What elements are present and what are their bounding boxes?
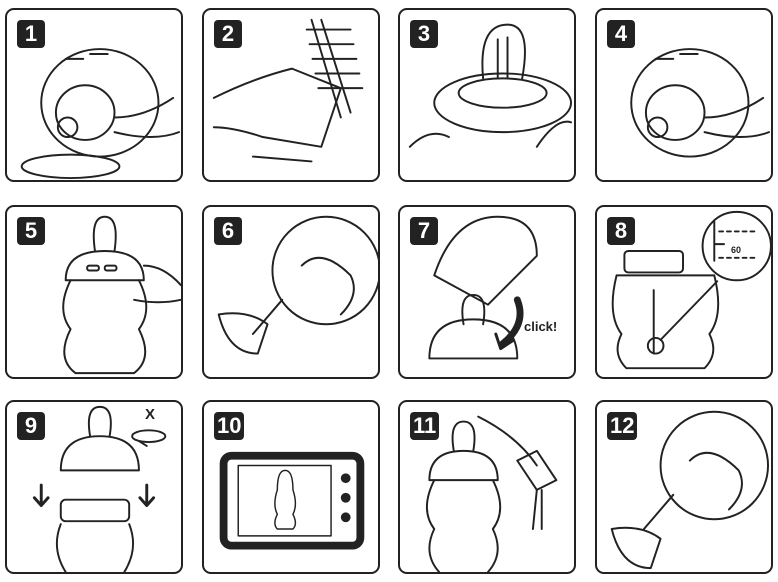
step-10-panel: 10	[202, 400, 380, 574]
step-9-panel: 9 X	[5, 400, 183, 574]
step-number: 7	[410, 217, 438, 245]
microwave-sterilize-illustration	[219, 451, 365, 550]
valve-check-illustration	[217, 215, 378, 355]
measurement-label: 60	[731, 245, 742, 255]
click-label: click!	[524, 319, 558, 334]
step-6-panel: 6	[202, 205, 380, 379]
disassemble-illustration	[32, 405, 167, 572]
step-2-panel: 2	[202, 8, 380, 182]
nipple-insert-illustration	[20, 48, 180, 180]
brush-cleaning-illustration	[212, 18, 364, 163]
step-number: 6	[214, 217, 242, 245]
step-11-panel: 11	[398, 400, 576, 574]
step-12-panel: 12	[595, 400, 773, 574]
step-number: 11	[410, 412, 440, 440]
step-number: 3	[410, 20, 438, 48]
nipple-insert-illustration	[630, 48, 770, 158]
step-number: 1	[17, 20, 45, 48]
step-number: 8	[607, 217, 635, 245]
no-twist-label: X	[145, 406, 156, 423]
step-4-panel: 4	[595, 8, 773, 182]
pour-water-illustration	[425, 415, 558, 572]
step-1-panel: 1	[5, 8, 183, 182]
step-number: 9	[17, 412, 45, 440]
step-number: 2	[214, 20, 242, 48]
measurement-markings-illustration	[611, 210, 771, 370]
step-number: 5	[17, 217, 45, 245]
step-8-panel: 8 60	[595, 205, 773, 379]
cap-click-illustration	[428, 215, 538, 360]
assembled-bottle-illustration	[62, 215, 181, 375]
step-number: 4	[607, 20, 635, 48]
step-3-panel: 3	[398, 8, 576, 182]
step-5-panel: 5	[5, 205, 183, 379]
nipple-inspection-illustration	[408, 23, 572, 148]
valve-check-illustration	[610, 410, 769, 570]
step-number: 10	[214, 412, 245, 440]
step-number: 12	[607, 412, 638, 440]
step-7-panel: 7 click!	[398, 205, 576, 379]
